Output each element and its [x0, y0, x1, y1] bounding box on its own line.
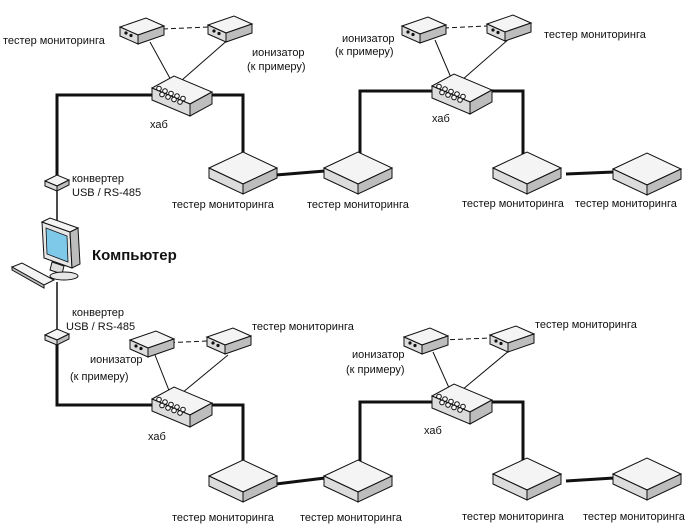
tester-device-icon [612, 152, 682, 196]
tester-device-icon [489, 325, 535, 353]
tester-label: тестер мониторинга [172, 199, 275, 211]
tester-label: тестер мониторинга [462, 198, 565, 210]
tester-device-icon [486, 14, 532, 42]
converter-icon [44, 174, 70, 192]
tester-label: тестер мониторинга [583, 511, 686, 523]
tester-device-icon [323, 459, 393, 503]
ionizer-device-icon [207, 15, 253, 43]
ionizer-device-icon [403, 327, 449, 355]
converter-label: конвертер [72, 307, 124, 319]
converter-label: USB / RS-485 [66, 321, 135, 333]
tester-device-icon [323, 151, 393, 195]
tester-label: тестер мониторинга [575, 198, 678, 210]
computer-label: Компьютер [92, 247, 177, 264]
tester-label: тестер мониторинга [172, 512, 275, 524]
ionizer-label: ионизатор [252, 47, 305, 59]
tester-label: тестер мониторинга [307, 199, 410, 211]
ionizer-label: ионизатор [352, 349, 405, 361]
tester-label: тестер мониторинга [300, 512, 403, 524]
ionizer-label: (к примеру) [247, 61, 306, 73]
device-links [149, 25, 511, 394]
converter-label: конвертер [72, 173, 124, 185]
tester-label: тестер мониторинга [3, 35, 106, 47]
ionizer-label: (к примеру) [70, 371, 129, 383]
tester-label: тестер мониторинга [252, 321, 355, 333]
tester-device-icon [208, 459, 278, 503]
hub-label: хаб [424, 425, 442, 437]
tester-label: тестер мониторинга [544, 29, 647, 41]
tester-device-icon [612, 457, 682, 501]
hub-label: хаб [432, 113, 450, 125]
hub-label: хаб [148, 431, 166, 443]
bus-lines [55, 89, 615, 486]
hub-icon [431, 73, 493, 115]
converter-label: USB / RS-485 [72, 187, 141, 199]
ionizer-label: ионизатор [342, 33, 395, 45]
hub-icon [431, 383, 493, 425]
tester-device-icon [492, 151, 562, 195]
tester-device-icon [206, 327, 252, 355]
tester-device-icon [119, 17, 165, 45]
hub-icon [151, 386, 213, 428]
ionizer-label: (к примеру) [346, 364, 405, 376]
tester-label: тестер мониторинга [535, 319, 638, 331]
tester-device-icon [208, 151, 278, 195]
computer-icon [10, 217, 81, 289]
ionizer-label: (к примеру) [335, 46, 394, 58]
ionizer-device-icon [401, 16, 447, 44]
tester-label: тестер мониторинга [462, 511, 565, 523]
ionizer-label: ионизатор [90, 354, 143, 366]
tester-device-icon [492, 457, 562, 501]
hub-label: хаб [150, 119, 168, 131]
hub-icon [151, 75, 213, 117]
